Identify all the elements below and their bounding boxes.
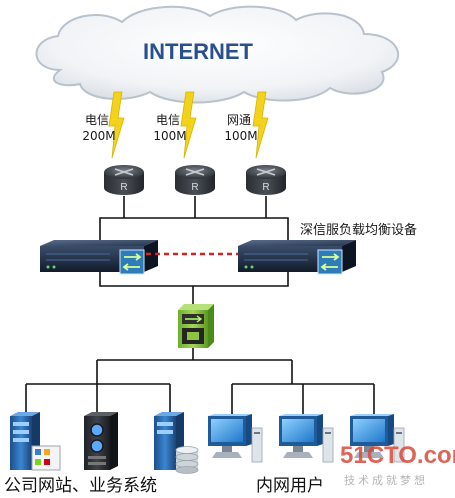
upper-bus-line (99, 217, 289, 242)
cloud-label: INTERNET (143, 39, 254, 64)
link-carrier-label: 电信 (156, 113, 180, 127)
lightning-icon (252, 91, 269, 159)
load-balancer-device (40, 240, 158, 275)
router-label: R (262, 182, 269, 193)
router-icon: R (175, 165, 215, 195)
watermark-slogan: 技术成就梦想 (344, 473, 428, 487)
watermark: 51CTO.com 技术成就梦想 (340, 442, 455, 487)
lightning-icon (180, 91, 197, 159)
switch-arrows-icon (119, 249, 145, 275)
internet-cloud: INTERNET (35, 5, 400, 104)
server-group-label: 公司网站、业务系统 (4, 476, 157, 496)
link-bandwidth-label: 100M (224, 129, 257, 143)
desktop-pc-icon (350, 414, 405, 463)
switch-arrows-icon (317, 249, 343, 275)
link-labels: 电信 200M 电信 100M 网通 100M (82, 113, 257, 143)
load-balancer-label: 深信服负载均衡设备 (300, 222, 417, 238)
router-icon: R (246, 165, 286, 195)
link-bandwidth-label: 200M (82, 129, 115, 143)
router-label: R (191, 182, 198, 193)
desktop-pc-icon (279, 414, 334, 463)
lower-bus-line (99, 268, 289, 287)
router-label: R (120, 182, 127, 193)
watermark-brand: 51CTO.com (340, 442, 455, 469)
user-group-label: 内网用户 (256, 476, 324, 496)
server-icon (84, 412, 118, 470)
lightning-icon (108, 91, 125, 159)
connection-lines (25, 196, 375, 414)
desktop-pc-icon (208, 414, 263, 463)
router-group: R R R (104, 165, 286, 195)
link-bandwidth-label: 100M (153, 129, 186, 143)
link-carrier-label: 电信 (85, 113, 109, 127)
core-switch (178, 304, 214, 348)
server-icon (10, 412, 61, 471)
database-icon (175, 446, 199, 474)
link-carrier-label: 网通 (227, 113, 251, 127)
server-group (10, 412, 199, 474)
cloud-shape (35, 5, 400, 104)
load-balancer-pair (40, 240, 356, 275)
server-icon (154, 412, 199, 474)
user-pc-group (208, 414, 405, 463)
load-balancer-device (238, 240, 356, 275)
router-icon: R (104, 165, 144, 195)
lightning-bolts (108, 91, 269, 159)
